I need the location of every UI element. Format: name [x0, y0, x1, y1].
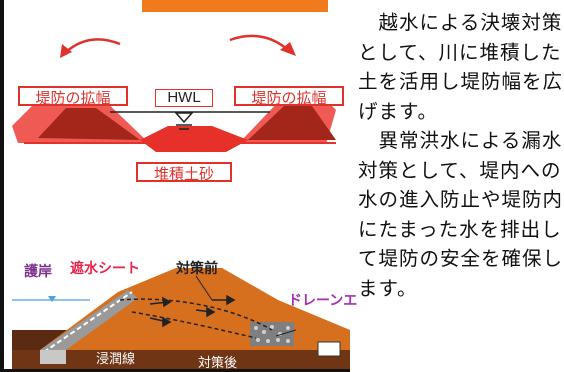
right-widening-arrow	[229, 34, 289, 51]
hwl-label: HWL	[155, 89, 213, 107]
left-levee-core	[38, 108, 140, 140]
drain-leader	[275, 329, 297, 337]
explanation-text: 越水による決壊対策として、川に堆積した土を活用し堤防幅を広げます。 異常洪水によ…	[358, 8, 564, 303]
levee-widening-label-right: 堤防の拡幅	[234, 86, 344, 107]
revetment-slope	[40, 290, 138, 360]
left-arrow-head	[60, 44, 72, 58]
seepage-line-before	[119, 298, 273, 331]
drain-label: ドレーンエ	[288, 293, 358, 309]
river-water-mark	[48, 296, 56, 302]
seepage-line-after	[131, 311, 257, 339]
left-frame-border	[0, 0, 4, 372]
waterproof-sheet-label: 遮水シート	[70, 261, 140, 277]
before-measures-label: 対策前	[176, 261, 218, 277]
water-level-triangle	[174, 112, 194, 124]
left-widening-arrow	[65, 38, 121, 53]
right-levee-core	[248, 106, 336, 140]
levee-widening-label-left: 堤防の拡幅	[18, 86, 128, 107]
waterproof-sheet-line	[43, 291, 133, 353]
sediment-label: 堆積土砂	[136, 162, 232, 183]
flow-arrows	[149, 294, 236, 328]
before-leader	[195, 275, 213, 301]
saturation-line-label: 浸潤線	[96, 352, 136, 367]
header-bar	[142, 0, 328, 12]
drain-ditch	[317, 341, 341, 357]
after-measures-label: 対策後	[198, 356, 238, 371]
right-arrow-head	[280, 42, 296, 56]
river-sediment	[140, 126, 248, 152]
bottom-frame-border	[0, 369, 350, 372]
revetment-label: 護岸	[24, 264, 52, 280]
paragraph-seepage: 異常洪水による漏水対策として、堤内への水の進入防止や堤防内にたまった水を排出して…	[358, 129, 564, 300]
toe-block	[40, 350, 66, 364]
paragraph-overtopping: 越水による決壊対策として、川に堆積した土を活用し堤防幅を広げます。	[358, 11, 564, 123]
